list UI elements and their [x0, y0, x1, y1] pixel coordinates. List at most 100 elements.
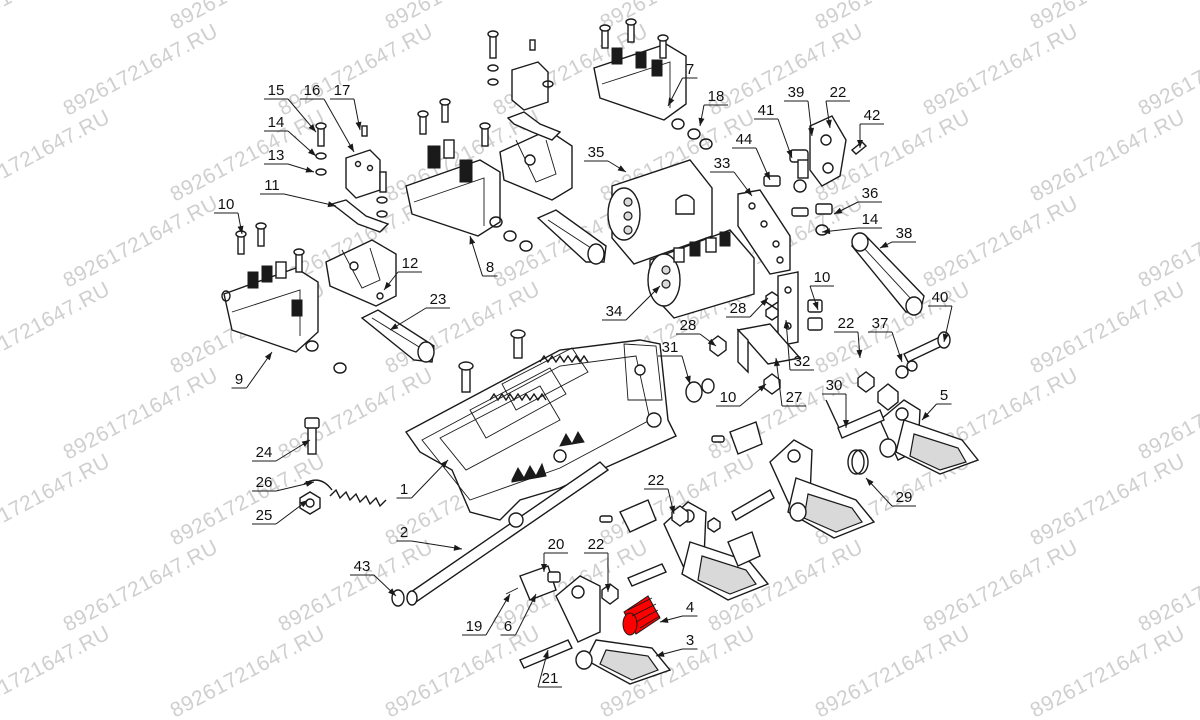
leader-arrowhead [469, 236, 476, 245]
leader-line [785, 319, 791, 371]
callout-23: 23 [389, 291, 450, 331]
leader-arrowhead [605, 584, 611, 592]
callout-30: 30 [822, 377, 849, 428]
callout-12: 12 [383, 255, 422, 291]
callout-number: 16 [304, 82, 321, 99]
watermark-text: 89261721647.RU [1027, 106, 1189, 207]
callout-number: 12 [402, 255, 419, 272]
callout-7: 7 [667, 61, 698, 107]
callout-26: 26 [252, 474, 315, 492]
leader-arrowhead [942, 333, 949, 342]
leader-arrowhead [822, 228, 831, 235]
leader-arrowhead [305, 480, 314, 487]
callout-number: 42 [864, 107, 881, 124]
callout-number: 9 [235, 371, 243, 388]
bushing-4-highlighted [622, 595, 661, 636]
leader-arrowhead [301, 440, 310, 447]
watermark-text: 89261721647.RU [60, 364, 222, 465]
leader-arrowhead [834, 207, 843, 214]
callout-number: 22 [588, 536, 605, 553]
leader-arrowhead [237, 225, 244, 234]
leader-arrowhead [384, 281, 392, 290]
watermark-text: 89261721647.RU [1135, 192, 1200, 293]
leader-arrowhead [656, 651, 665, 657]
callout-number: 14 [268, 114, 285, 131]
bracket-center [487, 30, 573, 201]
leader-arrowhead [843, 420, 849, 428]
leader-arrowhead [922, 412, 930, 420]
callout-number: 20 [548, 536, 565, 553]
callout-number: 26 [256, 474, 273, 491]
leader-line [283, 193, 337, 207]
callout-22: 22 [834, 315, 863, 359]
callout-number: 15 [268, 82, 285, 99]
lever-23 [360, 309, 435, 363]
callout-number: 36 [862, 185, 879, 202]
leader-arrowhead [299, 500, 308, 508]
leader-arrowhead [308, 148, 316, 156]
leader-arrowhead [698, 117, 705, 126]
callout-number: 27 [786, 389, 803, 406]
leader-arrowhead [327, 201, 336, 208]
callout-number: 10 [814, 269, 831, 286]
leader-arrowhead [308, 123, 316, 132]
callout-number: 8 [486, 259, 494, 276]
main-shaft [406, 461, 610, 606]
callout-29: 29 [865, 477, 916, 507]
washer-31 [685, 378, 715, 403]
callout-number: 28 [730, 300, 747, 317]
callout-number: 35 [588, 144, 605, 161]
leader-arrowhead [305, 166, 314, 173]
callout-number: 41 [758, 102, 775, 119]
main-frame [404, 329, 677, 521]
callout-33: 33 [710, 155, 753, 197]
callout-number: 30 [826, 377, 843, 394]
leader-arrowhead [660, 617, 669, 623]
leader-arrowhead [440, 460, 448, 468]
leader-arrowhead [760, 298, 768, 306]
leader-arrowhead [786, 149, 793, 158]
leader-line [411, 540, 463, 550]
callout-10: 10 [716, 383, 767, 407]
callout-32: 32 [783, 319, 814, 371]
leader-arrowhead [744, 187, 752, 196]
callout-41: 41 [754, 102, 793, 159]
plate-and-screws-left [315, 122, 390, 233]
leader-arrowhead [264, 352, 272, 361]
leader-line [411, 459, 449, 499]
callout-14: 14 [821, 211, 882, 235]
leader-arrowhead [808, 127, 815, 136]
callout-16: 16 [300, 82, 355, 153]
pedal-middle-left [599, 499, 770, 601]
watermark-text: 89261721647.RU [920, 192, 1082, 293]
mounting-plate-33 [737, 189, 791, 275]
bracket-12 [325, 239, 397, 307]
callout-5: 5 [921, 387, 952, 421]
watermark-text: 89261721647.RU [705, 20, 867, 121]
callout-22: 22 [644, 472, 676, 515]
callout-number: 22 [830, 84, 847, 101]
pivot-parts-upper-right [763, 115, 868, 193]
bolt-spring-nut [299, 417, 387, 515]
callout-34: 34 [602, 285, 661, 321]
callout-37: 37 [868, 315, 903, 363]
callout-6: 6 [500, 593, 537, 636]
callout-20: 20 [541, 536, 568, 572]
callout-number: 6 [504, 618, 512, 635]
callout-21: 21 [537, 649, 562, 688]
watermark-text: 89261721647.RU [0, 278, 114, 379]
watermark-text: 89261721647.RU [0, 0, 114, 34]
leader-arrowhead [764, 171, 770, 180]
watermark-text: 89261721647.RU [1027, 450, 1189, 551]
leader-arrowhead [774, 358, 780, 367]
watermark-text: 89261721647.RU [920, 20, 1082, 121]
callout-14: 14 [264, 114, 317, 157]
valve-block-9 [221, 222, 347, 374]
watermark-text: 89261721647.RU [0, 450, 114, 551]
callout-number: 25 [256, 507, 273, 524]
callout-number: 17 [334, 82, 351, 99]
callout-1: 1 [396, 459, 449, 499]
rotary-unit-34 [647, 229, 755, 319]
leader-arrowhead [783, 320, 790, 329]
